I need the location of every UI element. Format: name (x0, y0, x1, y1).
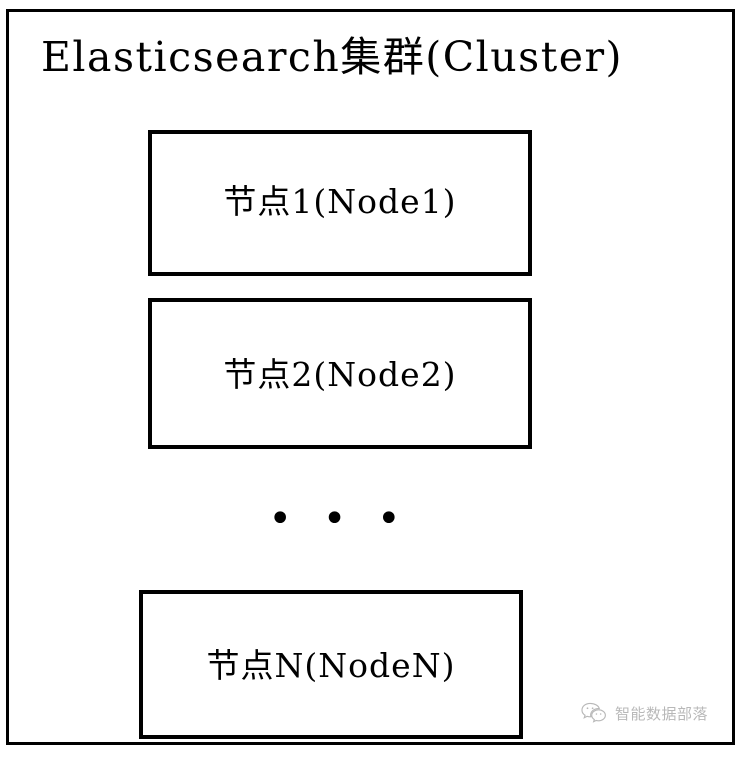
node-label-n: 节点N(NodeN) (206, 645, 456, 685)
node-box-1: 节点1(Node1) (148, 130, 532, 276)
node-box-2: 节点2(Node2) (148, 298, 532, 449)
watermark: 智能数据部落 (581, 702, 708, 724)
wechat-icon (581, 702, 607, 724)
elasticsearch-cluster-box: Elasticsearch集群(Cluster) 节点1(Node1) 节点2(… (6, 9, 735, 745)
ellipsis-separator: • • • (268, 496, 410, 542)
node-label-2: 节点2(Node2) (223, 354, 457, 394)
node-label-1: 节点1(Node1) (223, 182, 457, 221)
cluster-title: Elasticsearch集群(Cluster) (41, 33, 624, 81)
node-box-n: 节点N(NodeN) (139, 590, 523, 739)
watermark-text: 智能数据部落 (614, 704, 708, 723)
